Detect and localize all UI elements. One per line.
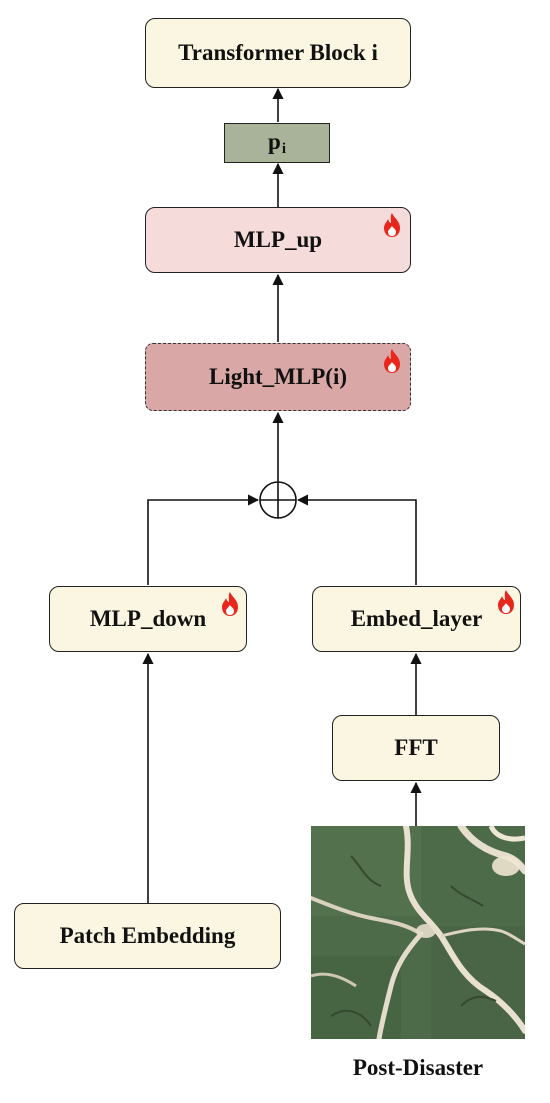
fire-icon [498,590,514,614]
sum-node [259,481,297,519]
mlp-down-node: MLP_down [49,586,247,652]
mlp-down-label: MLP_down [89,606,207,631]
fft-node: FFT [332,715,500,781]
mlp-up-label: MLP_up [233,227,323,252]
fire-icon [222,592,238,616]
post-disaster-image [311,826,525,1039]
embed-layer-node: Embed_layer [312,586,521,652]
mlp-up-node: MLP_up [145,207,411,273]
transformer-block-label: Transformer Block i [178,40,378,65]
light-mlp-label: Light_MLP(i) [209,364,347,389]
fire-icon [384,349,400,373]
light-mlp-node: Light_MLP(i) [145,343,411,411]
patch-embedding-node: Patch Embedding [14,903,281,969]
arrow-embed-to-sum [296,494,417,585]
satellite-image-graphic [311,826,525,1039]
fft-label: FFT [394,735,438,760]
prompt-label: pi [268,128,286,157]
patch-embedding-label: Patch Embedding [59,923,236,948]
embed-layer-label: Embed_layer [350,606,483,631]
image-caption: Post-Disaster [352,1055,484,1080]
arrow-mlp-down-to-sum [147,494,260,585]
fire-icon [384,213,400,237]
prompt-node: pi [224,123,330,163]
transformer-block-node: Transformer Block i [145,18,411,88]
